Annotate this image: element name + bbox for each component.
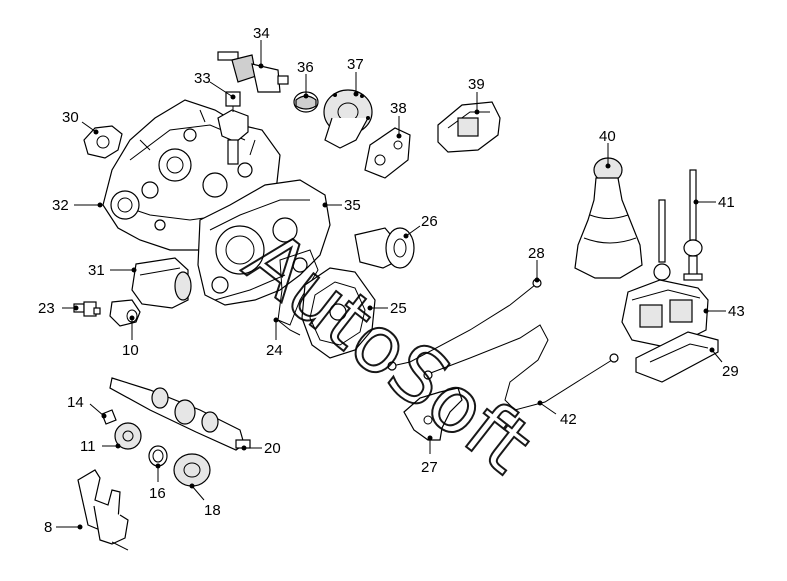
- part-plug-10: [109, 299, 141, 327]
- callout-32: 32: [52, 197, 69, 214]
- callout-24: 24: [266, 342, 283, 359]
- part-mount-39: [437, 101, 501, 153]
- callout-20: 20: [264, 440, 281, 457]
- callout-27: 27: [421, 459, 438, 476]
- part-mainshaft: [109, 377, 251, 451]
- callout-43: 43: [728, 303, 745, 320]
- part-gear-11: [114, 422, 142, 450]
- part-shift-rod: [683, 169, 703, 281]
- callout-35: 35: [344, 197, 361, 214]
- callout-11: 11: [80, 438, 96, 455]
- callout-33: 33: [194, 70, 211, 87]
- part-ring-16: [148, 445, 168, 467]
- callout-40: 40: [599, 128, 616, 145]
- part-bracket-38: [364, 127, 411, 179]
- callout-42: 42: [560, 411, 577, 428]
- callout-28: 28: [528, 245, 545, 262]
- part-starter-motor: [131, 257, 192, 309]
- callout-31: 31: [88, 262, 105, 279]
- callout-8: 8: [44, 519, 52, 536]
- callout-29: 29: [722, 363, 739, 380]
- part-differential: [323, 89, 373, 149]
- part-output-flange: [354, 227, 415, 269]
- part-switch-34: [217, 51, 289, 93]
- part-synchro-18: [173, 453, 211, 487]
- callout-10: 10: [122, 342, 139, 359]
- callout-18: 18: [204, 502, 221, 519]
- callout-37: 37: [347, 56, 364, 73]
- callout-30: 30: [62, 109, 79, 126]
- part-shift-boot: [574, 157, 643, 279]
- part-shift-housing: [621, 199, 709, 349]
- part-selector-shaft: [217, 91, 249, 165]
- callout-14: 14: [67, 394, 84, 411]
- part-switch-23: [73, 301, 101, 317]
- part-bearing-cap: [293, 91, 319, 113]
- callout-39: 39: [468, 76, 485, 93]
- part-shift-plate: [635, 331, 719, 383]
- part-shift-forks: [77, 469, 129, 551]
- callout-41: 41: [718, 194, 735, 211]
- part-end-cover: [301, 267, 376, 359]
- callout-34: 34: [253, 25, 270, 42]
- callout-26: 26: [421, 213, 438, 230]
- part-selector-bracket: [403, 387, 463, 441]
- part-gasket: [274, 249, 319, 336]
- part-nut-14: [101, 409, 117, 425]
- callout-16: 16: [149, 485, 166, 502]
- part-cover-plate: [83, 125, 123, 159]
- part-clutch-housing: [197, 179, 331, 306]
- callout-25: 25: [390, 300, 407, 317]
- callout-38: 38: [390, 100, 407, 117]
- callout-36: 36: [297, 59, 314, 76]
- callout-23: 23: [38, 300, 55, 317]
